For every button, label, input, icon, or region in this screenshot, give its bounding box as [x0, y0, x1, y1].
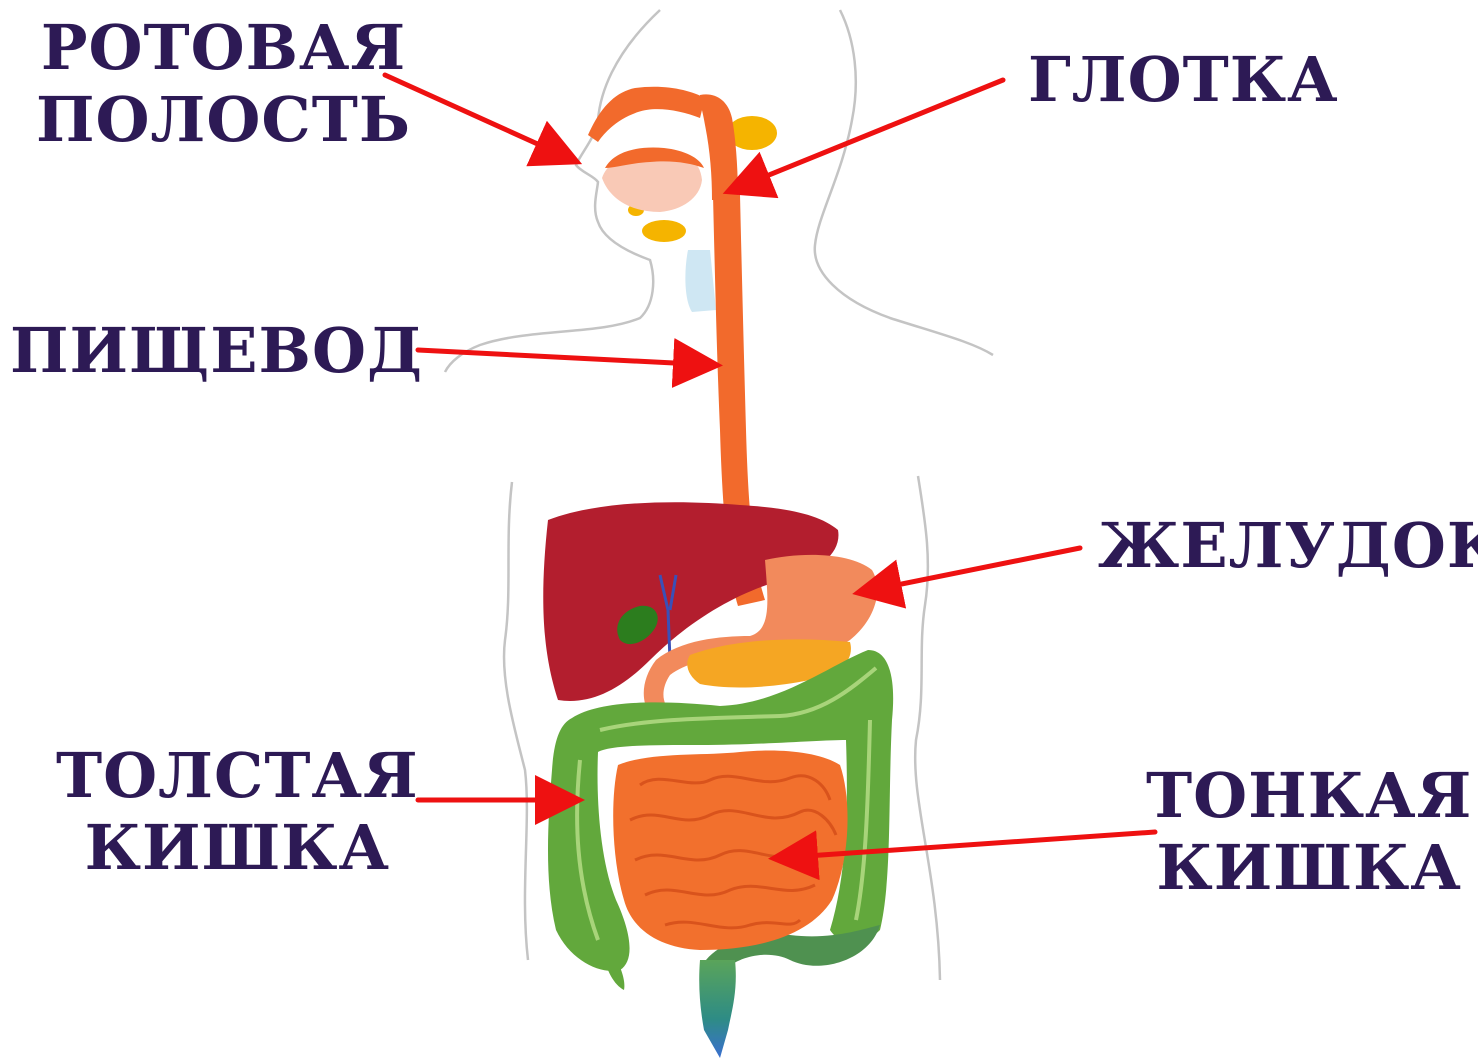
label-oral-cavity-line-2: ПОЛОСТЬ [36, 84, 411, 156]
label-oral-cavity-line-1: РОТОВАЯ [36, 12, 411, 84]
label-pharynx: ГЛОТКА [1028, 44, 1339, 116]
label-stomach-text: ЖЕЛУДОК [1098, 510, 1478, 582]
label-stomach: ЖЕЛУДОК [1098, 510, 1478, 582]
arrow-oral-cavity [385, 75, 573, 160]
label-small-intestine: ТОНКАЯ КИШКА [1146, 760, 1472, 904]
label-large-intestine: ТОЛСТАЯ КИШКА [56, 740, 419, 884]
arrow-esophagus [418, 350, 713, 365]
arrow-stomach [862, 548, 1080, 592]
label-esophagus-text: ПИЩЕВОД [10, 315, 423, 387]
rectum [699, 960, 736, 1058]
label-oral-cavity: РОТОВАЯ ПОЛОСТЬ [36, 12, 411, 156]
label-esophagus: ПИЩЕВОД [10, 315, 423, 387]
oral-cavity-shape [588, 87, 705, 142]
label-small-intestine-line-1: ТОНКАЯ [1146, 760, 1472, 832]
trachea [685, 250, 716, 312]
label-small-intestine-line-2: КИШКА [1146, 832, 1472, 904]
label-pharynx-text: ГЛОТКА [1028, 44, 1339, 116]
pharynx-shape [700, 94, 738, 200]
label-large-intestine-line-2: КИШКА [56, 812, 419, 884]
label-large-intestine-line-1: ТОЛСТАЯ [56, 740, 419, 812]
